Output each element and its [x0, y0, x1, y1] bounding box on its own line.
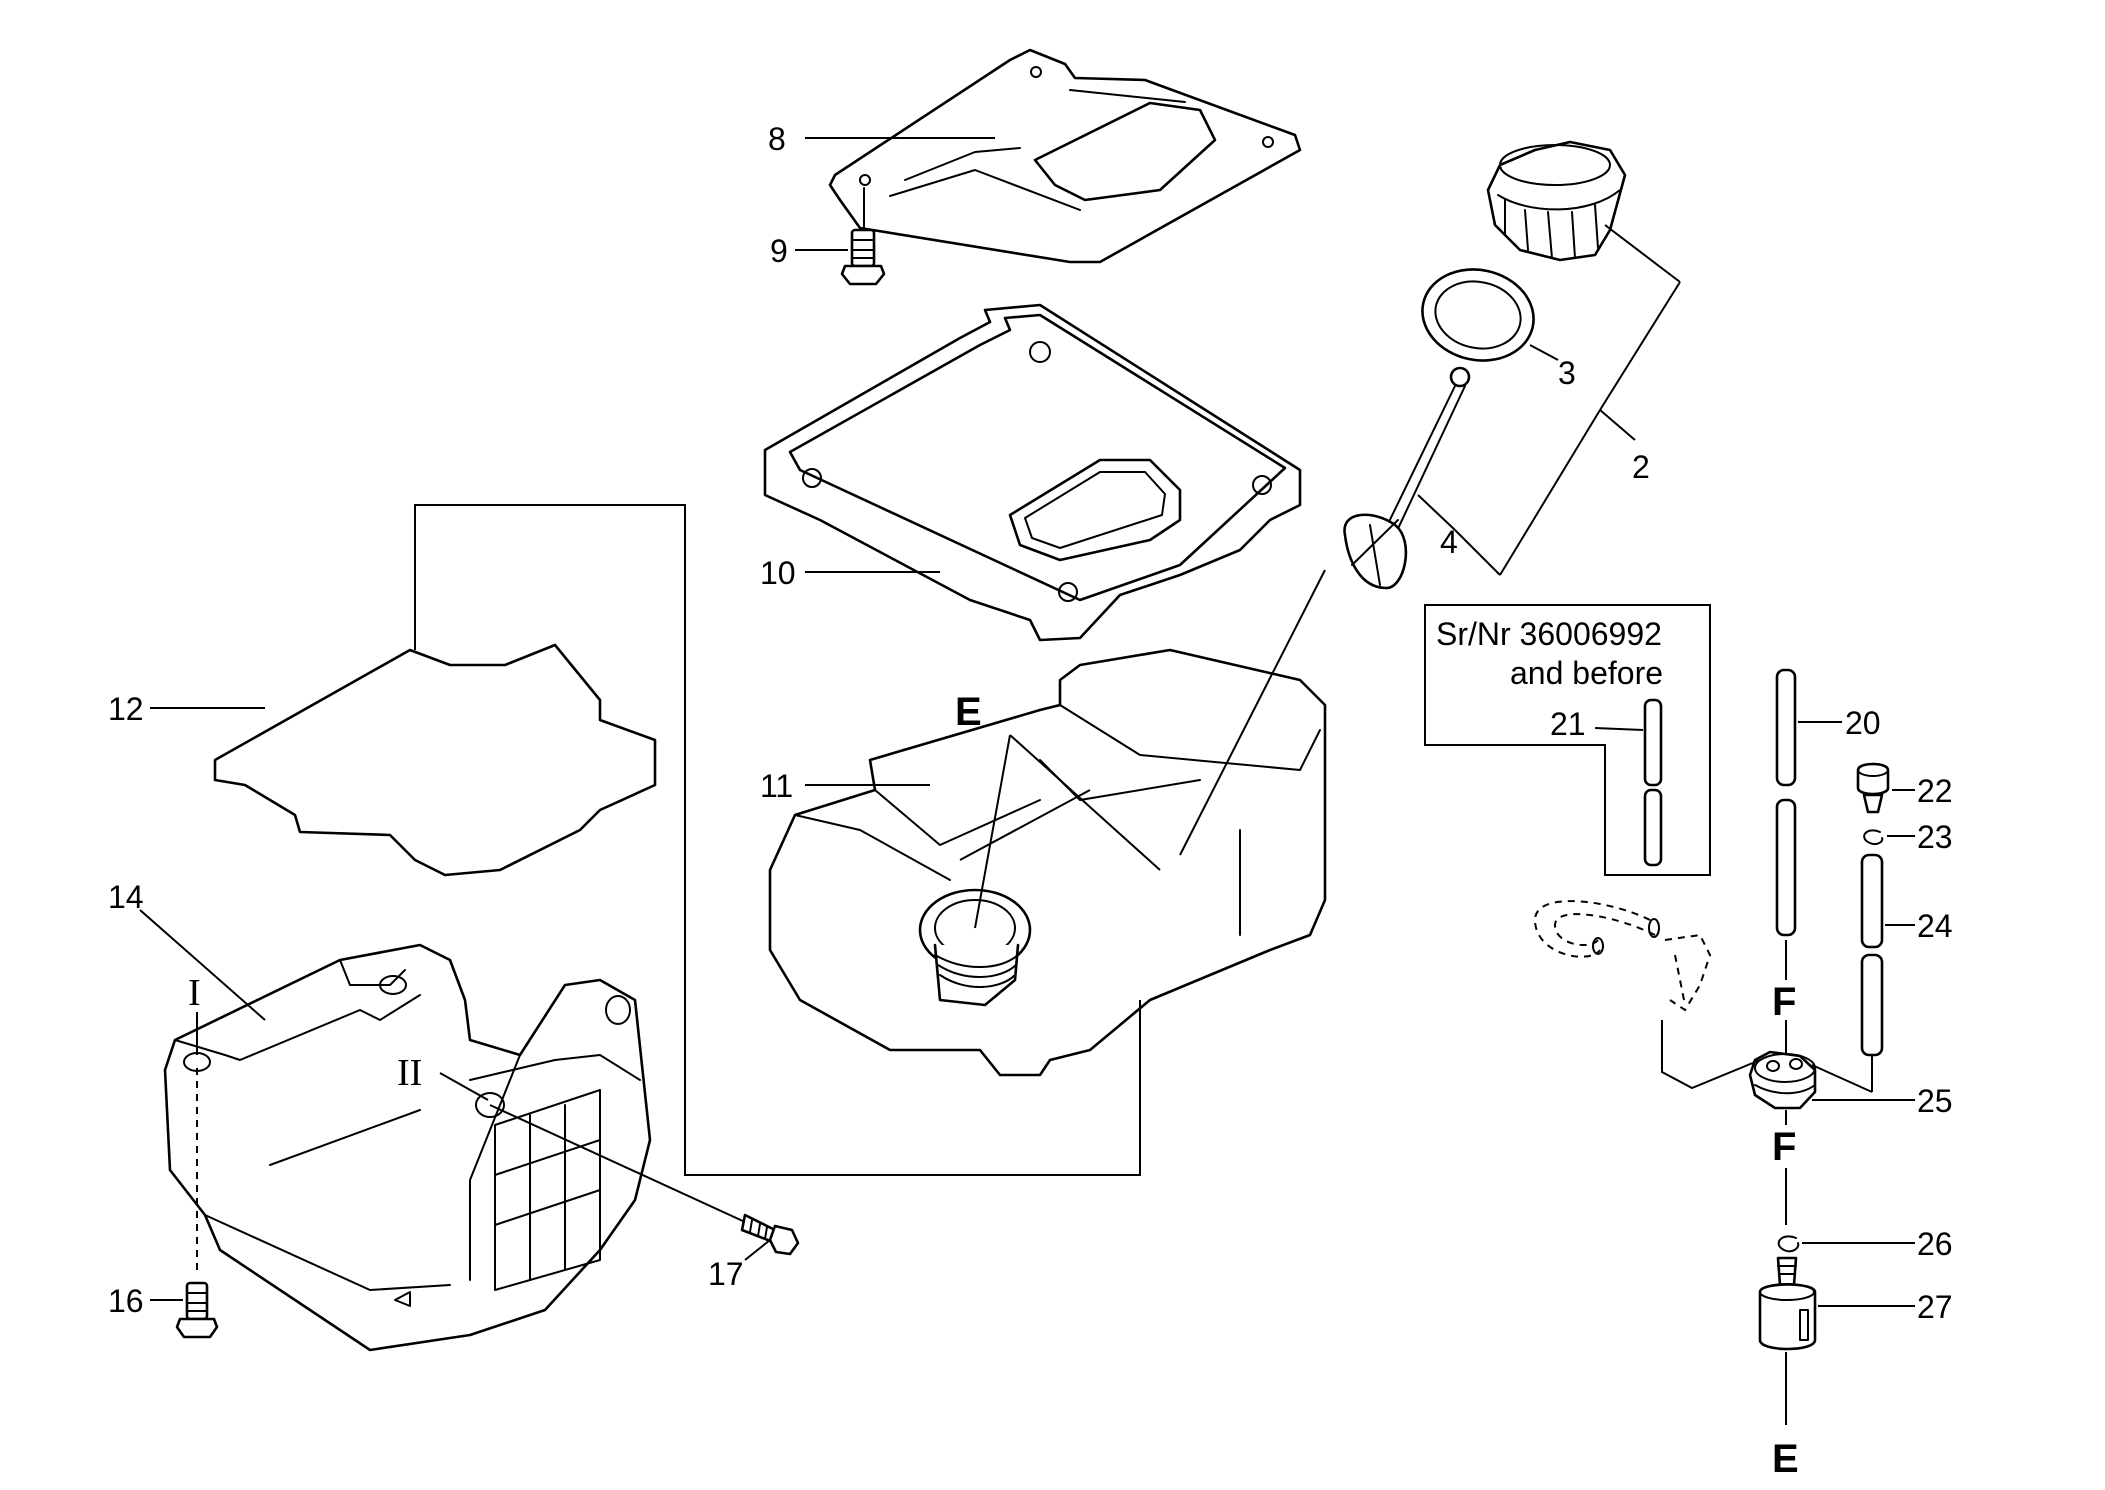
part-27-fuel-filter — [1758, 1256, 1817, 1351]
callout-3: 3 — [1529, 344, 1576, 391]
callout-11-label: 11 — [760, 768, 793, 804]
callout-26: 26 — [1802, 1226, 1953, 1262]
serial-note-line2: and before — [1510, 655, 1663, 691]
callout-23: 23 — [1887, 819, 1953, 855]
callout-17: 17 — [708, 1239, 771, 1292]
part-25-grommet — [1748, 1050, 1817, 1110]
serial-note-box: Sr/Nr 36006992 and before — [1424, 604, 1711, 876]
callout-24-label: 24 — [1917, 908, 1953, 944]
callout-17-label: 17 — [708, 1256, 744, 1292]
callout-23-label: 23 — [1917, 819, 1953, 855]
part-11-fuel-tank — [768, 648, 1327, 1077]
callout-11: 11 — [760, 768, 930, 804]
callout-9: 9 — [770, 233, 848, 269]
callout-14: 14 — [108, 879, 266, 1021]
callout-27-label: 27 — [1917, 1289, 1953, 1325]
connector-E-top: E — [955, 569, 1326, 929]
connector-F-lower-label: F — [1772, 1125, 1796, 1169]
callout-8-label: 8 — [768, 121, 786, 157]
callout-8: 8 — [768, 121, 995, 157]
part-26-ring — [1777, 1235, 1800, 1253]
assembly-line-25 — [1661, 1020, 1761, 1090]
part-16-screw — [175, 1068, 219, 1339]
callout-2-bracket: 2 — [1499, 224, 1681, 576]
part-3-o-ring — [1421, 268, 1535, 362]
callout-21-label: 21 — [1550, 706, 1586, 742]
callout-20-label: 20 — [1845, 705, 1881, 741]
part-12-filter-pad — [213, 643, 657, 877]
part-10-gasket — [763, 303, 1302, 642]
callout-9-label: 9 — [770, 233, 788, 269]
callout-4: 4 — [1417, 494, 1501, 576]
callout-21: 21 — [1550, 706, 1644, 742]
callout-22: 22 — [1892, 773, 1953, 809]
callout-4-label: 4 — [1440, 524, 1458, 560]
part-20-hose — [1775, 668, 1797, 937]
roman-I-label: I — [188, 972, 201, 1014]
part-14-housing — [163, 943, 652, 1352]
callout-25: 25 — [1812, 1083, 1953, 1119]
callout-27: 27 — [1818, 1289, 1953, 1325]
callout-2-label: 2 — [1632, 449, 1650, 485]
callout-25-label: 25 — [1917, 1083, 1953, 1119]
connector-F-upper-label: F — [1772, 980, 1796, 1024]
connector-E-top-label: E — [955, 690, 982, 734]
callout-10-label: 10 — [760, 555, 796, 591]
part-4-retainer — [1343, 366, 1471, 590]
callout-10: 10 — [760, 555, 940, 591]
callout-12: 12 — [108, 691, 265, 727]
assembly-line-frame — [414, 504, 1141, 1176]
callout-22-label: 22 — [1917, 773, 1953, 809]
serial-note-line1: Sr/Nr 36006992 — [1436, 616, 1662, 652]
callout-14-label: 14 — [108, 879, 144, 915]
assembly-line-24-to-25b — [1811, 1064, 1873, 1093]
callout-12-label: 12 — [108, 691, 144, 727]
callout-16: 16 — [108, 1283, 183, 1319]
part-24-hose — [1860, 853, 1884, 1057]
part-8-cover-plate — [828, 48, 1302, 264]
roman-II-lead — [439, 1072, 489, 1101]
callout-20: 20 — [1798, 705, 1881, 741]
roman-II-label: II — [397, 1052, 422, 1094]
part-9-screw — [840, 187, 886, 286]
callout-24: 24 — [1885, 908, 1953, 944]
part-17-screw — [489, 1104, 800, 1256]
part-hose-bend-dashed — [1533, 900, 1712, 1012]
part-21-hose — [1643, 698, 1663, 867]
part-22-valve — [1856, 762, 1890, 814]
connector-E-bottom-label: E — [1772, 1437, 1799, 1481]
part-23-ring — [1863, 829, 1884, 846]
callout-16-label: 16 — [108, 1283, 144, 1319]
part-2-fuel-cap — [1486, 140, 1627, 262]
callout-26-label: 26 — [1917, 1226, 1953, 1262]
callout-3-label: 3 — [1558, 355, 1576, 391]
